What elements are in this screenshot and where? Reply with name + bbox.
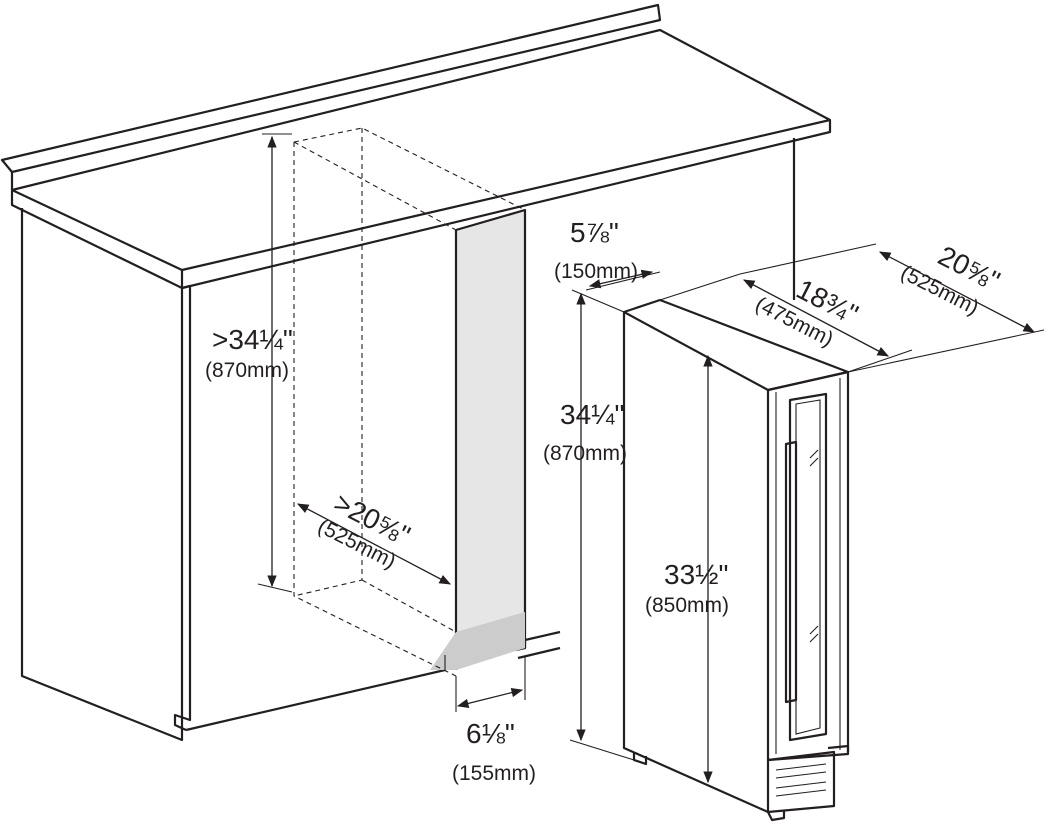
cabinet-height-label: >34¼" (870mm)	[205, 324, 293, 382]
body-depth-line	[742, 279, 890, 357]
cooler-base-vent	[767, 750, 836, 814]
svg-text:34¼": 34¼"	[560, 399, 624, 430]
width-line	[588, 269, 654, 289]
cabinet-depth-line	[296, 503, 452, 585]
cabinet-width-label: 6⅛" (155mm)	[452, 718, 536, 785]
cooler-glass	[788, 392, 828, 742]
backsplash	[0, 3, 662, 174]
cabinet-left-side	[20, 208, 184, 742]
svg-text:33½": 33½"	[664, 559, 728, 590]
cabinet-drawing	[0, 3, 832, 742]
svg-text:(850mm): (850mm)	[645, 594, 729, 617]
overall-height-label: 34¼" (870mm)	[543, 399, 627, 465]
cabinet-plinth-left	[185, 658, 457, 732]
overall-depth-line	[878, 251, 1036, 333]
cabinet-front-left	[173, 284, 192, 732]
width-label: 5⅞" (150mm)	[554, 217, 638, 283]
wine-cooler-drawing	[569, 243, 1045, 822]
countertop-left-edge	[10, 190, 183, 289]
svg-text:6⅛": 6⅛"	[466, 718, 515, 749]
svg-text:(155mm): (155mm)	[452, 762, 536, 785]
countertop-outline	[11, 28, 832, 290]
opening-side-panel	[456, 210, 525, 670]
svg-text:(150mm): (150mm)	[554, 260, 638, 283]
svg-text:5⅞": 5⅞"	[570, 217, 619, 248]
opening-floor-shade	[430, 612, 525, 670]
svg-text:(870mm): (870mm)	[205, 359, 289, 382]
cooler-side	[622, 312, 770, 814]
body-height-label: 33½" (850mm)	[645, 559, 729, 617]
countertop-front-edge	[11, 118, 831, 272]
cooler-door	[767, 370, 850, 762]
cabinet-plinth-right-lower	[517, 646, 561, 660]
cabinet-depth-label: >20⅝" (525mm)	[314, 487, 415, 573]
svg-text:>34¼": >34¼"	[212, 324, 293, 355]
opening-edges	[454, 208, 527, 670]
svg-text:(870mm): (870mm)	[543, 442, 627, 465]
cabinet-width-line	[456, 688, 524, 708]
door-handle	[784, 440, 798, 704]
